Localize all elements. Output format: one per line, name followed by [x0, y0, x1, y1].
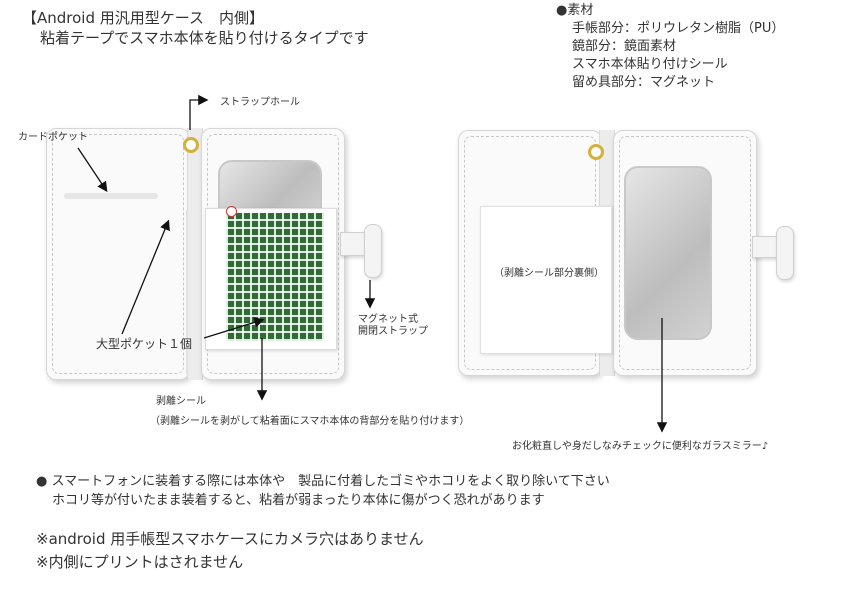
label-peel-seal: 剥離シール	[156, 396, 206, 407]
seal-back-sheet	[480, 206, 612, 354]
materials-list: ●素材 手帳部分：ポリウレタン樹脂（PU） 鏡部分：鏡面素材 スマホ本体貼り付け…	[556, 2, 784, 92]
label-magnet-strap-line-1: マグネット式	[358, 314, 418, 325]
label-magnet-strap-line-2: 開閉ストラップ	[358, 326, 428, 337]
label-mirror-note: お化粧直しや身だしなみチェックに便利なガラスミラー♪	[512, 441, 769, 452]
large-pocket-arrow	[121, 219, 170, 335]
label-peel-seal-note: （剥離シールを剥がして粘着面にスマホ本体の背部分を貼り付けます）	[150, 416, 470, 427]
strap-hole-arrow	[189, 94, 209, 130]
footer-line-1: ※android 用手帳型スマホケースにカメラ穴はありません	[36, 530, 424, 548]
caution-line-2: ホコリ等が付いたまま装着すると、粘着が弱まったり本体に傷がつく恐れがあります	[52, 493, 545, 508]
label-large-pocket: 大型ポケット１個	[96, 337, 193, 351]
strap-hole-ring	[588, 144, 604, 160]
magnet-strap-tab	[776, 226, 794, 280]
seal-logo-icon	[226, 206, 237, 217]
title-line-1: 【Android 用汎用型ケース 内側】	[22, 9, 265, 27]
glass-mirror	[624, 166, 712, 340]
label-strap-hole: ストラップホール	[220, 97, 300, 108]
material-item: 手帳部分：ポリウレタン樹脂（PU）	[572, 21, 785, 36]
magnet-strap-tab	[364, 224, 382, 278]
peel-seal-pattern	[226, 213, 324, 341]
caution-notes: ● スマートフォンに装着する際には本体や 製品に付着したゴミやホコリをよく取り除…	[36, 472, 610, 510]
material-item: スマホ本体貼り付けシール	[572, 57, 728, 72]
card-pocket-arrow	[77, 147, 108, 193]
page-title: 【Android 用汎用型ケース 内側】 粘着テープでスマホ本体を貼り付けるタイ…	[22, 8, 369, 48]
case-left-panel	[46, 128, 190, 380]
strap-hole-ring	[183, 137, 199, 153]
material-item: 留め具部分：マグネット	[572, 75, 716, 90]
label-seal-back: （剥離シール部分裏側）	[494, 268, 604, 279]
materials-header: ●素材	[556, 3, 594, 18]
label-card-pocket: カードポケット	[18, 132, 88, 143]
material-item: 鏡部分：鏡面素材	[572, 39, 677, 54]
card-slot	[64, 193, 158, 199]
title-line-2: 粘着テープでスマホ本体を貼り付けるタイプです	[40, 29, 369, 47]
large-pocket-arrow-2	[203, 317, 265, 339]
footer-line-2: ※内側にプリントはされません	[36, 553, 244, 571]
label-magnet-strap: マグネット式 開閉ストラップ	[358, 314, 428, 338]
caution-line-1: ● スマートフォンに装着する際には本体や 製品に付着したゴミやホコリをよく取り除…	[36, 474, 610, 489]
large-pocket-edge	[186, 210, 188, 375]
footer-notes: ※android 用手帳型スマホケースにカメラ穴はありません ※内側にプリントは…	[36, 528, 424, 574]
